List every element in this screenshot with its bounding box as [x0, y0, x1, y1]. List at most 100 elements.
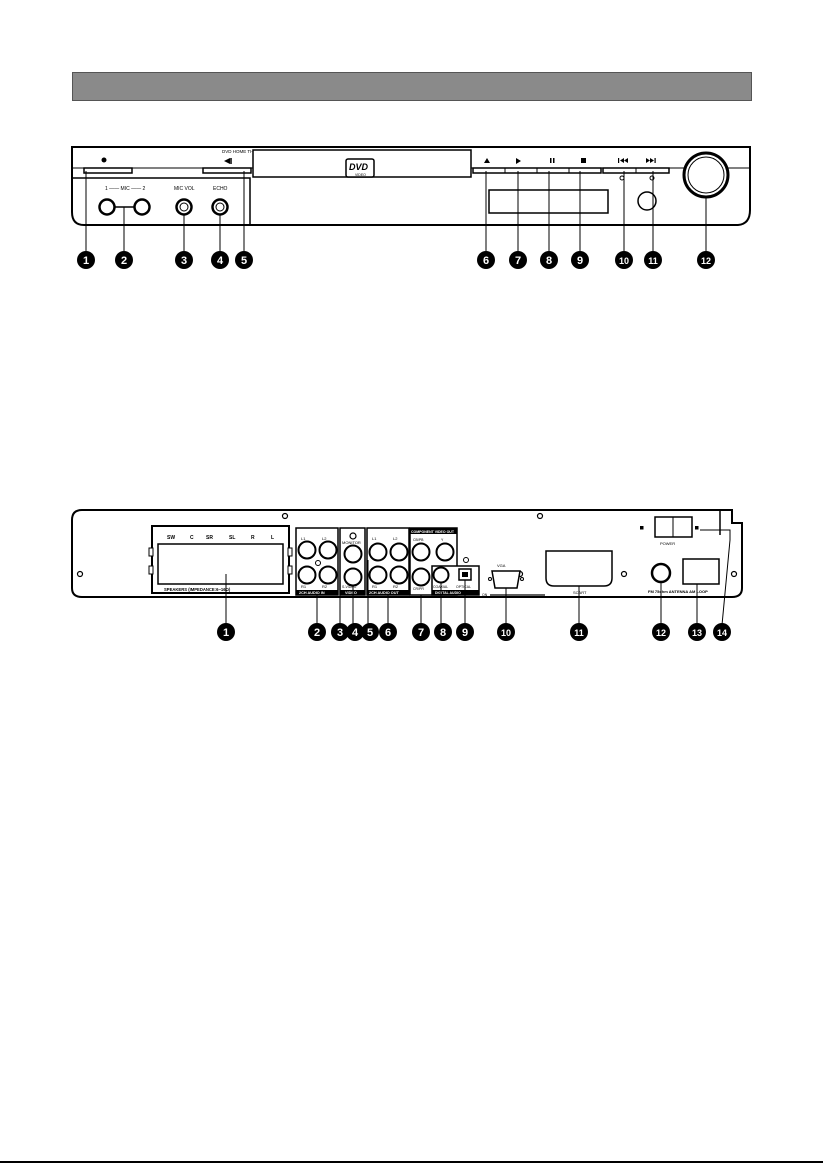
svg-text:14: 14: [717, 628, 727, 638]
am-loop-terminal[interactable]: [682, 558, 720, 585]
audio-in-l2-jack[interactable]: [318, 540, 338, 560]
mic-vol-knob[interactable]: [175, 198, 193, 216]
audio-out-r1-label: R1: [372, 584, 378, 589]
svg-text:9: 9: [577, 255, 583, 267]
audio-out-l1-jack[interactable]: [368, 542, 388, 562]
audio-out-l2-label: L2: [393, 536, 398, 541]
scart-port[interactable]: [545, 550, 613, 587]
audio-in-l1-label: L1: [301, 536, 306, 541]
rear-callout-14: 14: [713, 623, 731, 641]
rear-callout-9: 9: [456, 623, 474, 641]
svg-text:5: 5: [367, 627, 373, 639]
eject-small-icon: [224, 158, 230, 164]
svg-text:C: C: [190, 535, 194, 541]
vga-label: VGA: [497, 563, 506, 568]
svg-text:11: 11: [648, 256, 658, 266]
svg-text:11: 11: [574, 628, 584, 638]
audio-out-r2-jack[interactable]: [389, 565, 409, 585]
power-label: POWER: [660, 541, 675, 546]
rear-callout-10: 10: [497, 623, 515, 641]
section-header-bar: [72, 72, 752, 101]
rear-callout-6: 6: [379, 623, 397, 641]
audio-in-l1-jack[interactable]: [297, 540, 317, 560]
ir-sensor: [637, 191, 657, 211]
svg-text:10: 10: [501, 628, 511, 638]
component-y-jack[interactable]: [435, 542, 455, 562]
front-callout-10: 10: [615, 251, 633, 269]
dvd-logo-sub: VIDEO: [355, 173, 366, 177]
svg-text:4: 4: [352, 627, 359, 639]
audio-in-r1-jack[interactable]: [297, 565, 317, 585]
audio-out-block: [366, 527, 410, 596]
svg-text:6: 6: [385, 627, 391, 639]
component-label: COMPONENT VIDEO OUT: [411, 530, 455, 534]
front-panel-diagram: DVD HOME THEATRE DVD VIDEO 1 —— MIC —— 2…: [71, 146, 751, 269]
component-pb-jack[interactable]: [411, 542, 431, 562]
svg-text:2: 2: [314, 627, 320, 639]
audio-out-l2-jack[interactable]: [389, 542, 409, 562]
fm-antenna-jack[interactable]: [650, 562, 672, 584]
svg-text:3: 3: [337, 627, 343, 639]
video-jack[interactable]: [343, 567, 363, 587]
page-bottom-rule: [0, 1161, 823, 1163]
s-video-jack[interactable]: [343, 544, 363, 564]
svg-text:13: 13: [692, 628, 702, 638]
open-close-button[interactable]: [202, 167, 252, 174]
standby-button[interactable]: [83, 167, 133, 174]
front-callout-4: 4: [211, 251, 229, 269]
audio-in-r2-jack[interactable]: [318, 565, 338, 585]
s-video-label: S-VIDEO: [342, 585, 357, 589]
svg-text:9: 9: [462, 627, 468, 639]
audio-out-r2-label: R2: [393, 584, 399, 589]
y-label: Y: [441, 538, 444, 542]
coaxial-jack[interactable]: [432, 566, 450, 584]
svg-text:8: 8: [546, 255, 552, 267]
front-callout-12: 12: [697, 251, 715, 269]
rear-callout-3: 3: [331, 623, 349, 641]
svg-text:SL: SL: [229, 535, 235, 541]
rear-callout-8: 8: [434, 623, 452, 641]
on-label: ON: [482, 593, 488, 597]
svg-text:L: L: [271, 535, 274, 541]
speakers-label: SPEAKERS (IMPEDANCE:6~16Ω): [164, 587, 231, 592]
front-callout-9: 9: [571, 251, 589, 269]
svg-text:5: 5: [241, 255, 247, 267]
audio-in-l2-label: L2: [322, 536, 327, 541]
speakers-terminal-window: [157, 543, 284, 585]
svg-text:4: 4: [217, 255, 224, 267]
antenna-label: FM 75ohm ANTENNA AM LOOP: [648, 589, 708, 594]
rear-callout-1: 1: [217, 623, 235, 641]
component-pr-jack[interactable]: [411, 567, 431, 587]
pause-icon: [550, 158, 552, 163]
audio-in-r2-label: R2: [322, 584, 328, 589]
echo-knob[interactable]: [211, 198, 229, 216]
audio-out-r1-jack[interactable]: [368, 565, 388, 585]
front-leader-lines: [85, 171, 707, 253]
rear-callout-13: 13: [688, 623, 706, 641]
front-callout-7: 7: [509, 251, 527, 269]
cb-pb-label: CB/PB: [413, 538, 424, 542]
audio-in-r1-label: R1: [301, 584, 307, 589]
svg-text:R: R: [251, 535, 255, 541]
mic-label: 1 —— MIC —— 2: [105, 186, 146, 192]
vga-port[interactable]: [491, 570, 521, 589]
front-callout-1: 1: [77, 251, 95, 269]
cr-pr-label: CR/PR: [413, 587, 424, 591]
audio-out-label: 2CH AUDIO OUT: [369, 591, 399, 595]
speaker-channel-labels: SW C SR SL R L: [167, 535, 274, 541]
front-callout-5: 5: [235, 251, 253, 269]
rear-leader-lines: [225, 529, 731, 626]
front-callout-2: 2: [115, 251, 133, 269]
stop-icon: [581, 158, 586, 163]
front-callout-6: 6: [477, 251, 495, 269]
svg-text:1: 1: [83, 255, 89, 267]
digital-audio-label: DIGITAL AUDIO: [435, 591, 461, 595]
play-icon: [516, 158, 521, 164]
svg-text:12: 12: [656, 628, 666, 638]
dvd-logo-text: DVD: [349, 162, 369, 172]
svg-text:SW: SW: [167, 535, 175, 541]
prev-icon: [618, 158, 628, 163]
scart-label: SCART: [573, 590, 587, 595]
rear-callout-5: 5: [361, 623, 379, 641]
svg-text:8: 8: [440, 627, 446, 639]
